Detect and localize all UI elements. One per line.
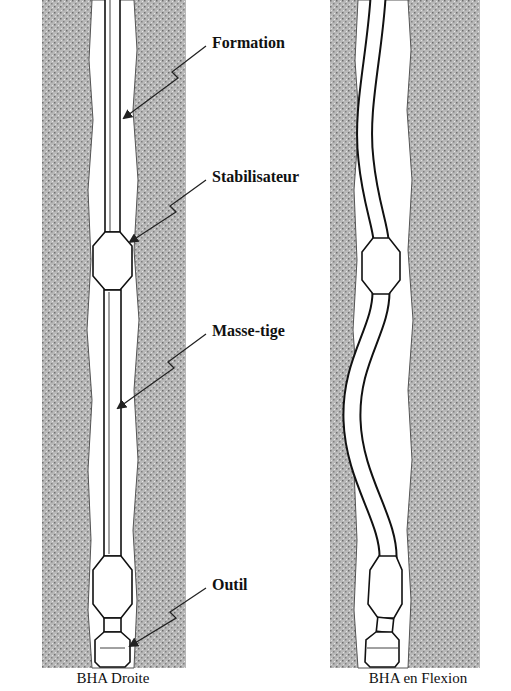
leader-lines — [118, 46, 206, 646]
part-label: Formation — [212, 34, 285, 52]
bha-bent — [352, 0, 402, 667]
formation-right — [330, 0, 480, 668]
part-label: Outil — [212, 576, 248, 594]
part-label: Masse-tige — [212, 322, 285, 340]
part-label: Stabilisateur — [212, 168, 299, 186]
figure-caption: BHA Droite — [77, 670, 150, 687]
figure-caption: BHA en Flexion — [369, 670, 467, 687]
bha-straight — [93, 0, 132, 667]
